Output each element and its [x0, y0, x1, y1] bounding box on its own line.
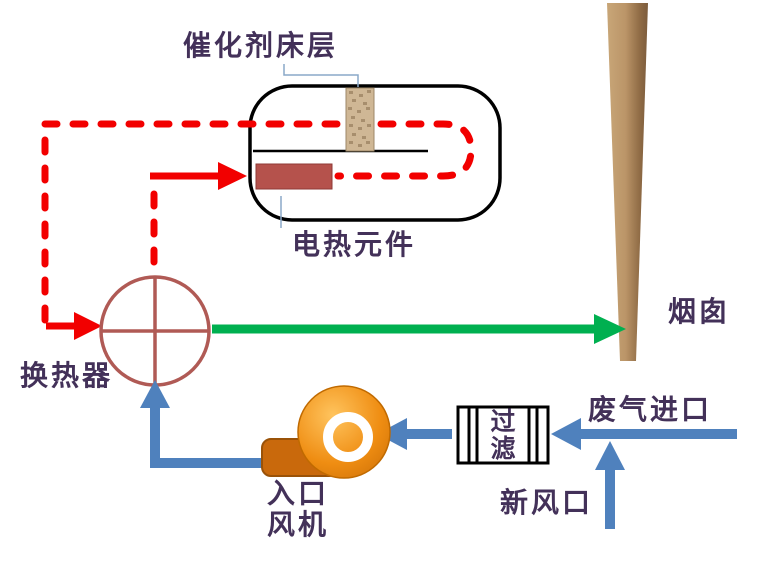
filter-label-char1: 过	[490, 408, 516, 436]
heating-element-symbol	[255, 163, 333, 190]
feed-arrowhead	[218, 162, 247, 190]
treated-gas-arrow	[212, 314, 626, 344]
filter-symbol	[456, 405, 550, 465]
waste-gas-arrowhead	[551, 418, 581, 450]
hot-gas-return-dashes	[41, 120, 475, 324]
fan-to-exchanger-arrowhead	[140, 380, 170, 408]
inlet-fan-symbol	[261, 385, 391, 479]
inlet-fan-label-line2: 风机	[267, 508, 330, 540]
treated-gas-arrowhead	[594, 314, 626, 344]
catalyst-bed-label: 催化剂床层	[183, 30, 339, 61]
return-arrowhead	[74, 312, 102, 340]
fan-hub-ring	[323, 412, 373, 462]
inlet-fan-label: 入口 风机	[267, 478, 330, 541]
chimney-label: 烟囱	[668, 296, 731, 327]
fresh-air-arrowhead	[595, 441, 625, 470]
filter-label: 过 滤	[477, 409, 529, 463]
filter-box	[456, 405, 550, 465]
heat-exchanger-label: 换热器	[20, 360, 114, 391]
inlet-fan-label-line1: 入口	[267, 478, 330, 509]
callout-lines	[280, 64, 359, 228]
fan-to-exchanger-duct	[150, 406, 268, 468]
waste-gas-inlet-label: 废气进口	[588, 394, 713, 425]
fresh-air-inlet-label: 新风口	[500, 487, 594, 518]
catalyst-texture	[348, 90, 371, 147]
catalyst-bed-column	[345, 87, 375, 152]
filter-label-char2: 滤	[490, 435, 516, 463]
air-flow-arrows	[140, 380, 737, 529]
chimney-shape	[607, 3, 648, 361]
heating-element-label: 电热元件	[292, 229, 417, 260]
fan-scroll-body	[297, 385, 391, 479]
catalyst-callout-line	[283, 64, 359, 87]
catalyst-bed-symbol	[345, 87, 375, 152]
reactor-outline	[248, 84, 502, 222]
chimney-symbol	[607, 3, 648, 361]
reactor-box	[248, 84, 502, 222]
heat-exchanger-symbol	[99, 275, 211, 387]
hot-gas-dashed-path	[41, 120, 475, 340]
filter-to-fan-arrowhead	[377, 418, 407, 450]
